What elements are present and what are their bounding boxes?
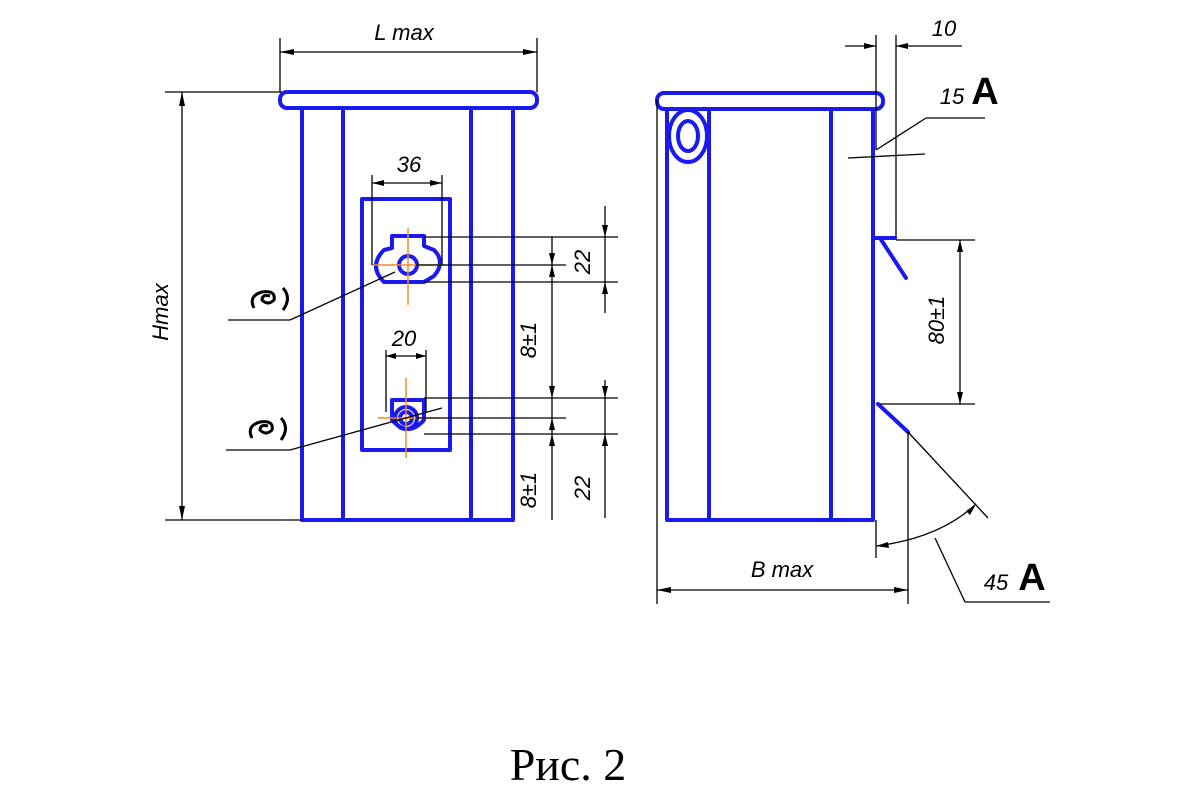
side-top-cap: [655, 91, 885, 111]
upper-spacing-label: 8±1: [516, 322, 541, 359]
leader-lower: [289, 407, 443, 451]
front-view: [278, 90, 539, 522]
upper-22-label: 22: [570, 250, 595, 275]
side-hinge-inner: [676, 119, 700, 153]
hmax-label: Hmax: [148, 282, 173, 340]
bmax-label: B max: [751, 557, 814, 582]
lmax-label: L max: [374, 20, 435, 45]
leader-upper: [289, 271, 396, 321]
upper-bracket: [878, 236, 908, 280]
side-view: [655, 91, 910, 522]
lower-spacing-arrows: [549, 418, 555, 446]
bracket-spacing-label: 80±1: [924, 296, 949, 345]
upper-keyhole-slot: [374, 234, 442, 284]
angle-bottom-leader: [934, 537, 966, 603]
front-dimensions: L max Hmax 36 20 22 8±1: [148, 20, 618, 521]
side-hinge-outer: [667, 108, 709, 164]
lower-spacing-label: 8±1: [516, 472, 541, 509]
angle-bottom-arrows: [876, 504, 976, 548]
angle-bottom-label: 45: [984, 570, 1009, 595]
angle-top-label: 15: [940, 84, 965, 109]
figure-caption: Рис. 2: [510, 739, 627, 790]
surface-symbol-lower: [248, 416, 287, 441]
angle-top-leader: [875, 117, 927, 151]
surface-symbol-upper: [250, 286, 289, 311]
lower-22-arrows: [602, 386, 608, 446]
lower-22-label: 22: [570, 476, 595, 501]
lower-bracket: [876, 402, 910, 434]
offset-arrows: [864, 43, 908, 49]
hole-width-arrows: [386, 353, 426, 359]
angle-bottom-marker: A: [1018, 557, 1045, 599]
offset-label: 10: [932, 16, 957, 41]
angle-top-dim-line: [847, 153, 926, 159]
side-dimensions: 10 15 A 80±1 45 A B max: [656, 16, 1050, 604]
front-top-cap: [278, 90, 539, 110]
slot-width-label: 36: [397, 152, 422, 177]
angle-top-marker: A: [971, 71, 998, 113]
side-body: [665, 107, 875, 522]
angle-bottom-arc: [875, 503, 977, 547]
angle-bottom-ray: [907, 431, 989, 519]
hole-width-label: 20: [391, 326, 417, 351]
